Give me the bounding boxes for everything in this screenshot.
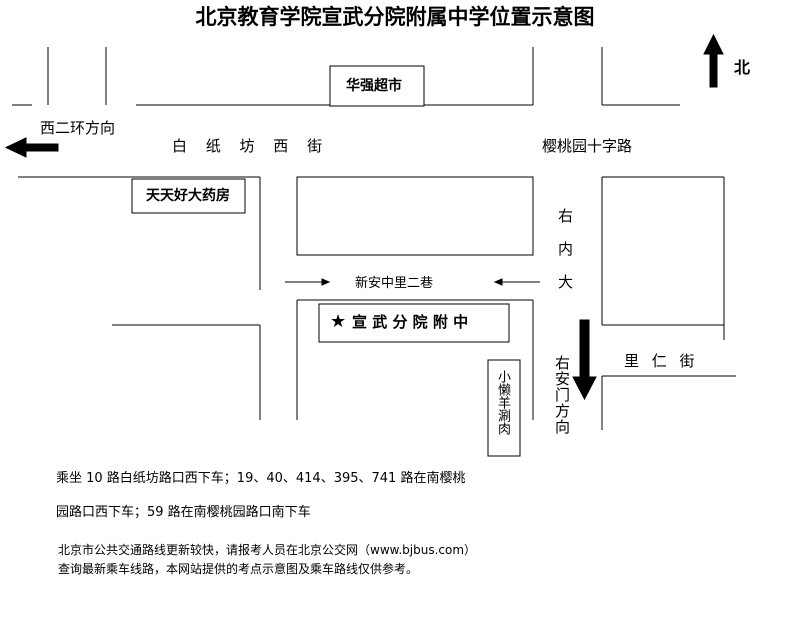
transit-directions-line1: 乘坐 10 路白纸坊路口西下车；19、40、414、395、741 路在南樱桃	[56, 471, 466, 486]
disclaimer-line1: 北京市公共交通路线更新较快，请报考人员在北京公交网（www.bjbus.com）	[58, 543, 477, 557]
street-xinan-lane: 新安中里二巷	[355, 276, 434, 291]
west-arrow-shaft	[23, 143, 59, 152]
street-younei: 右内大	[556, 208, 574, 307]
west-arrow-icon	[4, 137, 27, 158]
supermarket-label: 华强超市	[346, 78, 402, 94]
west-ring-direction-label: 西二环方向	[40, 119, 116, 137]
north-arrow-shaft	[709, 52, 718, 88]
school-label: 宣 武 分 院 附 中	[352, 313, 469, 331]
transit-directions-line2: 园路口西下车；59 路在南樱桃园路口南下车	[56, 505, 311, 520]
restaurant-box	[487, 359, 521, 457]
left-arrow-icon	[493, 278, 503, 286]
pharmacy-label: 天天好大药房	[146, 188, 230, 204]
youanmen-direction-label: 右安门方向	[553, 355, 571, 435]
supermarket-box	[329, 65, 425, 107]
right-arrow-icon	[321, 278, 331, 286]
north-label: 北	[734, 58, 751, 77]
street-lirenjie: 里 仁 街	[624, 352, 695, 370]
south-arrow-shaft	[579, 319, 590, 379]
street-yingtaoyuan-crossroad: 樱桃园十字路	[542, 137, 633, 155]
map-title: 北京教育学院宣武分院附属中学位置示意图	[195, 4, 595, 29]
street-baizhifang-west: 白 纸 坊 西 街	[172, 137, 323, 155]
disclaimer-line2: 查询最新乘车线路，本网站提供的考点示意图及乘车路线仅供参考。	[58, 562, 419, 576]
north-arrow-icon	[703, 33, 724, 55]
city-block	[296, 176, 534, 256]
south-arrow-icon	[572, 376, 597, 401]
school-box	[318, 303, 510, 343]
school-star-icon: ★	[330, 311, 347, 332]
pharmacy-box	[131, 178, 246, 214]
restaurant-label: 小懒羊涮肉	[495, 370, 510, 435]
